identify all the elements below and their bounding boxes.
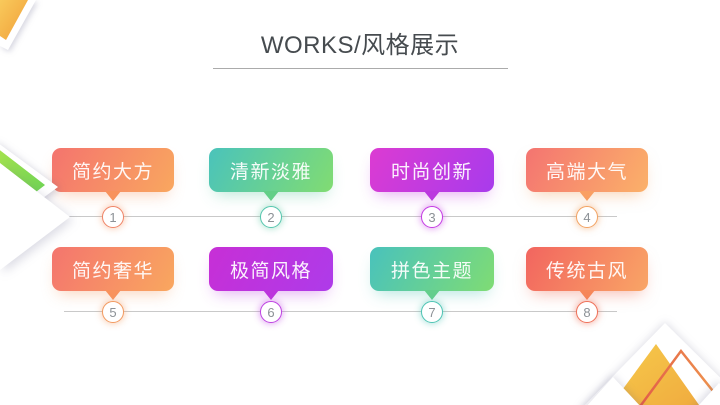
timeline-node-6: 6 (260, 301, 282, 323)
timeline-node-5: 5 (102, 301, 124, 323)
node-number: 8 (583, 304, 591, 320)
node-number: 7 (428, 304, 436, 320)
timeline-line-row1 (64, 216, 617, 217)
node-number: 4 (583, 209, 591, 225)
bubble-pointer-icon (263, 290, 279, 300)
timeline-line-row2 (64, 311, 617, 312)
timeline-node-3: 3 (421, 206, 443, 228)
style-bubble-5: 简约奢华 (52, 247, 174, 300)
style-bubble-7: 拼色主题 (370, 247, 494, 300)
style-label: 简约奢华 (71, 260, 154, 282)
node-number: 1 (109, 209, 117, 225)
node-number: 2 (267, 209, 275, 225)
bubble-pointer-icon (579, 290, 595, 300)
style-bubble-8: 传统古风 (526, 247, 648, 300)
style-bubble-4: 高端大气 (526, 148, 648, 201)
bubble-pointer-icon (424, 290, 440, 300)
style-label: 极简风格 (229, 260, 312, 282)
timeline-node-2: 2 (260, 206, 282, 228)
node-number: 3 (428, 209, 436, 225)
style-bubble-2: 清新淡雅 (209, 148, 333, 201)
style-label: 清新淡雅 (229, 161, 312, 183)
style-bubble-6: 极简风格 (209, 247, 333, 300)
timeline-node-7: 7 (421, 301, 443, 323)
style-bubble-1: 简约大方 (52, 148, 174, 201)
bubble-pointer-icon (105, 290, 121, 300)
node-number: 6 (267, 304, 275, 320)
title-underline (213, 68, 508, 69)
timeline-node-1: 1 (102, 206, 124, 228)
timeline-node-8: 8 (576, 301, 598, 323)
node-number: 5 (109, 304, 117, 320)
style-label: 简约大方 (71, 161, 154, 183)
style-label: 传统古风 (545, 260, 628, 282)
bubble-pointer-icon (105, 191, 121, 201)
style-label: 拼色主题 (390, 260, 473, 282)
bubble-pointer-icon (424, 191, 440, 201)
style-label: 高端大气 (545, 161, 628, 183)
bubble-pointer-icon (263, 191, 279, 201)
style-label: 时尚创新 (390, 161, 473, 183)
timeline-node-4: 4 (576, 206, 598, 228)
page-title: WORKS/风格展示 (260, 32, 460, 59)
style-bubble-3: 时尚创新 (370, 148, 494, 201)
bubble-pointer-icon (579, 191, 595, 201)
